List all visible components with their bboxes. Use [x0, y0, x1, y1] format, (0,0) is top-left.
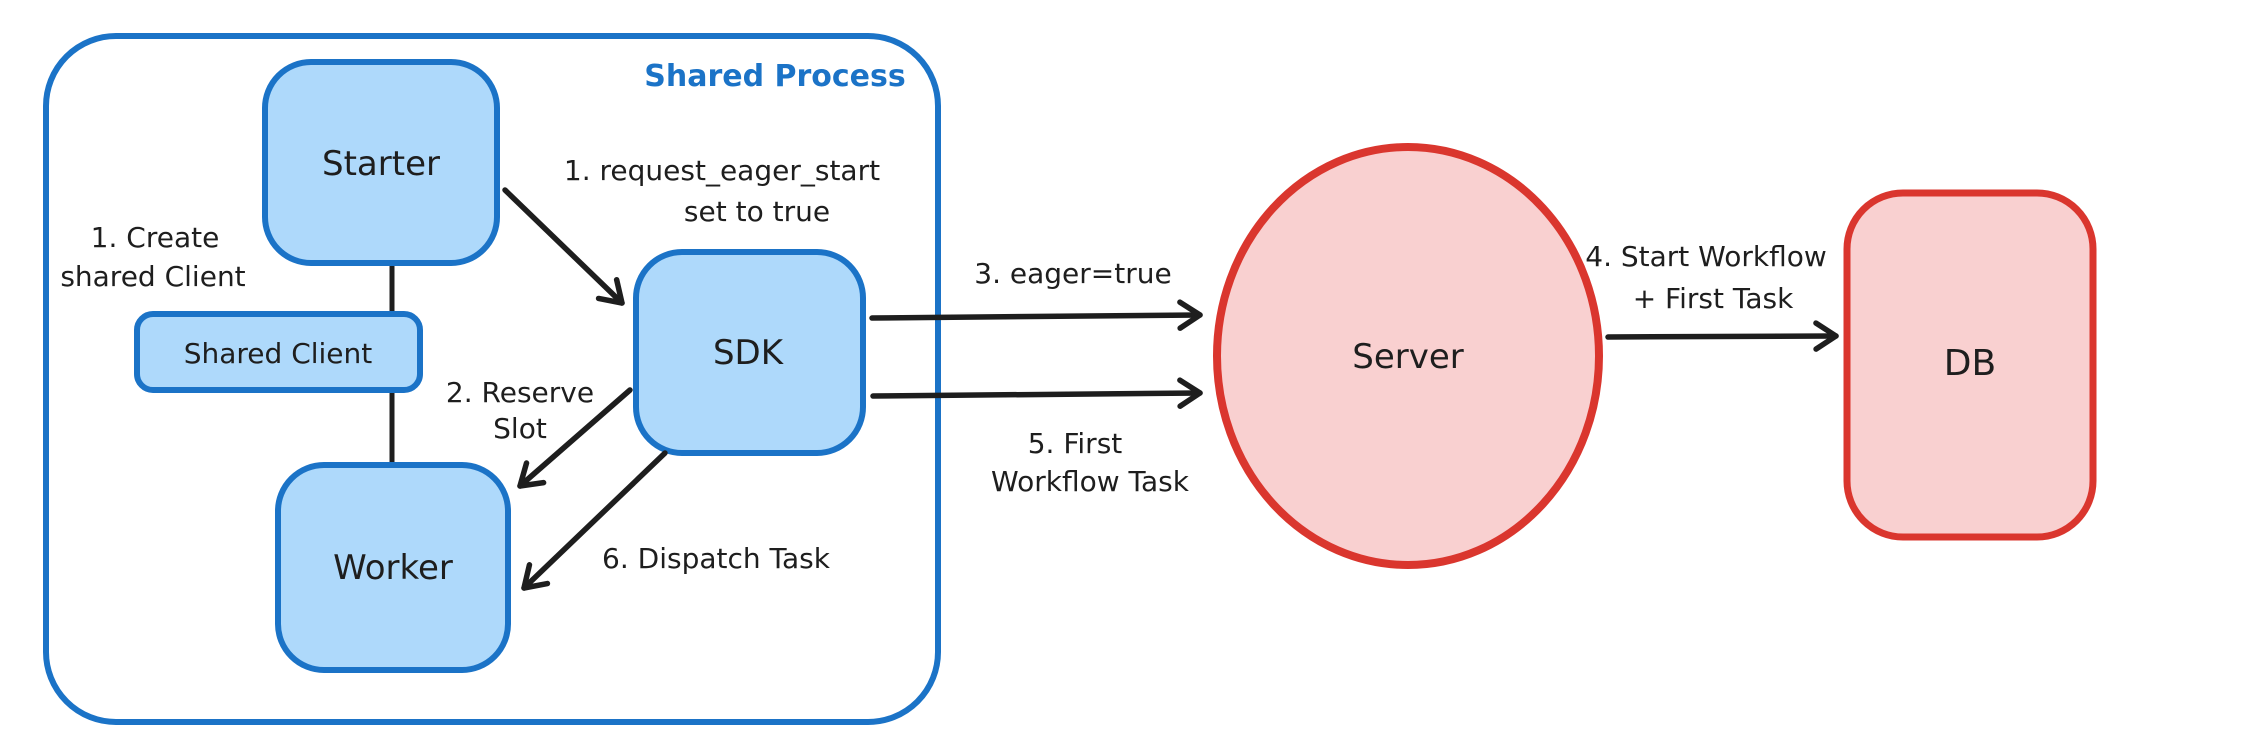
label-start-workflow-line2: + First Task [1633, 282, 1794, 315]
sdk-node [633, 249, 866, 456]
sdk-node-label: SDK [713, 333, 785, 373]
label-reserve-slot-line2: Slot [493, 412, 547, 445]
server-node [1213, 143, 1603, 569]
db-node [1843, 189, 2097, 541]
shared-client-node-label: Shared Client [184, 337, 373, 370]
worker-node-label: Worker [333, 548, 453, 588]
label-reserve-slot-line1: 2. Reserve [446, 376, 594, 409]
db-node-label: DB [1944, 343, 1996, 384]
worker-node [275, 462, 511, 673]
starter-node [262, 59, 500, 266]
label-first-workflow-task-line1: 5. First [1028, 427, 1123, 460]
label-dispatch-task: 6. Dispatch Task [602, 542, 831, 575]
label-first-workflow-task-line2: Workflow Task [991, 465, 1190, 498]
label-eager-true: 3. eager=true [974, 257, 1171, 290]
shared-process-container [43, 33, 941, 725]
arrow-sdk-to-server-eager [869, 299, 1203, 331]
label-request-eager-start-line1: 1. request_eager_start [564, 154, 880, 187]
arrow-sdk-to-server-first-workflow-task [870, 377, 1203, 409]
arrow-server-to-db [1605, 320, 1839, 352]
label-request-eager-start-line2: set to true [684, 195, 830, 228]
arrow-starter-to-sdk [502, 187, 625, 306]
shared-process-title: Shared Process [644, 59, 906, 94]
server-node-label: Server [1352, 337, 1464, 377]
label-start-workflow-line1: 4. Start Workflow [1585, 240, 1827, 273]
arrow-sdk-to-worker-dispatch-task [521, 450, 668, 591]
shared-client-node [134, 311, 423, 393]
label-create-shared-client-line1: 1. Create [91, 221, 220, 254]
label-create-shared-client-line2: shared Client [60, 260, 245, 293]
arrow-sdk-to-worker-reserve-slot [517, 387, 633, 489]
starter-node-label: Starter [322, 144, 440, 184]
